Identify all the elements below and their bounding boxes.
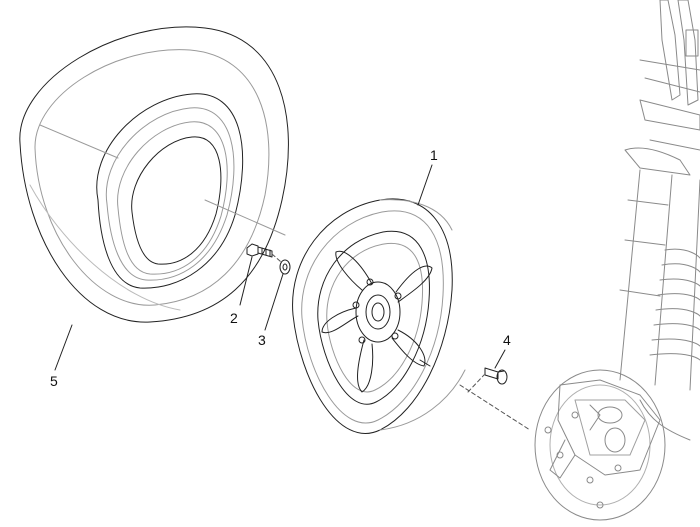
- leader-line-1: [417, 164, 433, 206]
- tire: [19, 26, 289, 323]
- leader-line-3: [264, 273, 284, 331]
- leader-line-4: [494, 349, 506, 369]
- assembly-axis-lines: [271, 253, 531, 431]
- callout-4: 4: [503, 332, 511, 348]
- leader-lines: [54, 164, 506, 371]
- washer: [279, 259, 291, 275]
- callout-1: 1: [430, 147, 438, 163]
- leader-line-5: [54, 324, 73, 371]
- axle-bolt: [246, 243, 273, 258]
- callout-3: 3: [258, 332, 266, 348]
- wheel-rim: [292, 198, 466, 434]
- callout-2: 2: [230, 310, 238, 326]
- front-fork-assembly: [534, 0, 700, 521]
- callout-5: 5: [50, 373, 58, 389]
- leader-line-2: [239, 256, 253, 306]
- wheel-spacer: [484, 367, 508, 385]
